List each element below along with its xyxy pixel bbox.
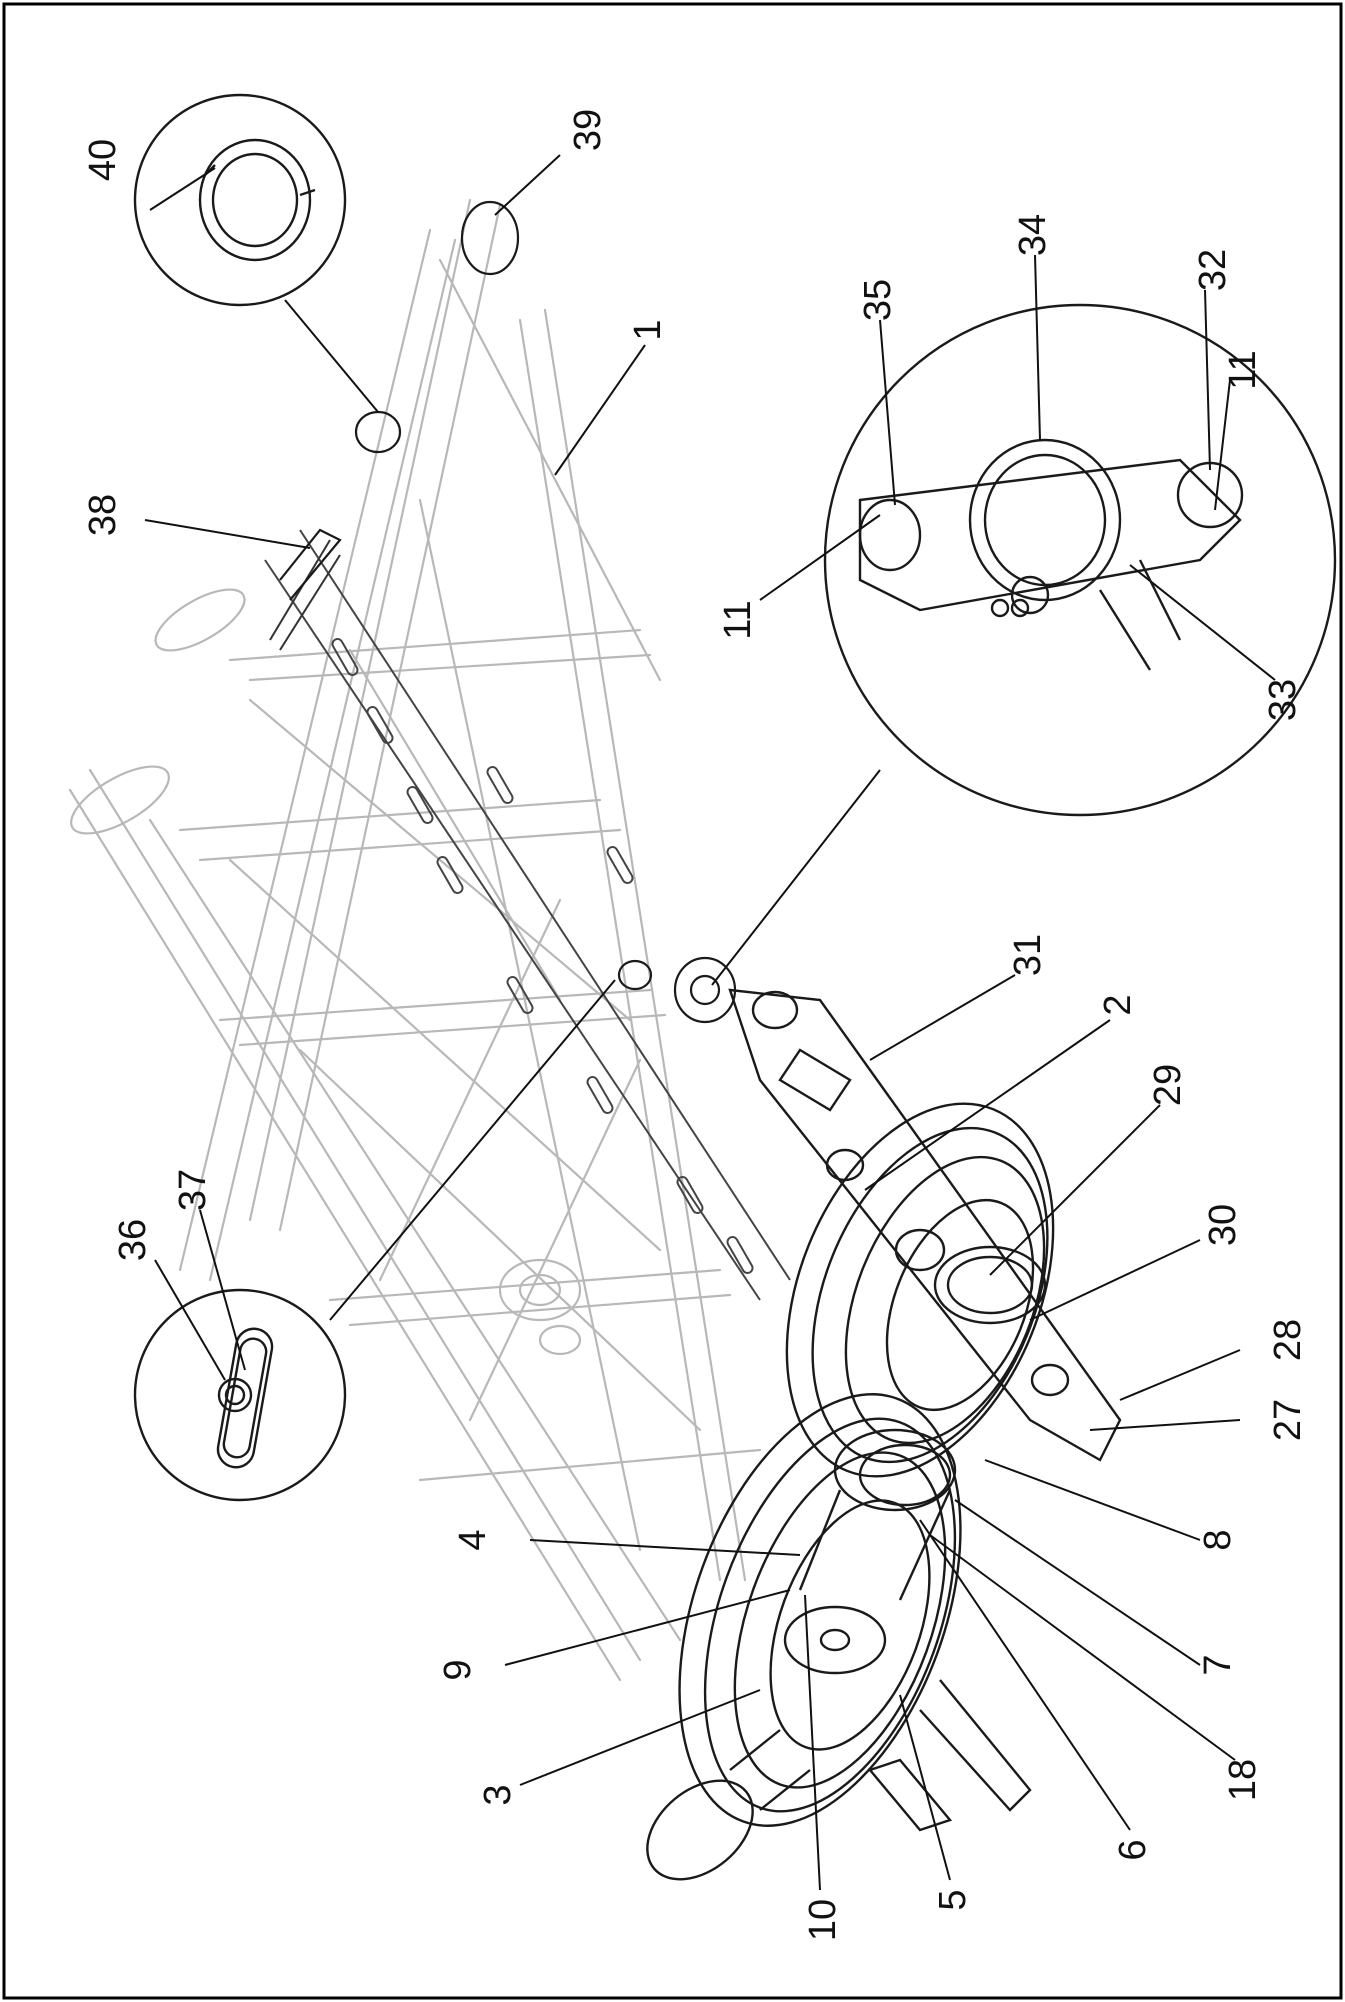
pulley-left	[646, 1393, 1032, 1881]
detail-circle-bottom-left	[133, 1288, 347, 1502]
connector-top-left	[284, 299, 379, 413]
callout-38: 38	[82, 494, 124, 536]
leader-11a	[759, 514, 881, 601]
callout-4: 4	[452, 1529, 494, 1550]
leader-37	[199, 1209, 246, 1371]
leader-29	[989, 1104, 1161, 1276]
leader-lines	[144, 154, 1276, 1891]
callout-37: 37	[172, 1169, 214, 1211]
leader-30	[1029, 1239, 1201, 1321]
callout-31: 31	[1007, 934, 1049, 976]
leader-36	[154, 1259, 226, 1381]
leader-39	[494, 154, 561, 216]
leader-9	[504, 1589, 791, 1666]
leader-2	[864, 1019, 1111, 1191]
callout-9: 9	[437, 1659, 479, 1680]
leader-11b	[1214, 379, 1231, 511]
leader-6	[919, 1519, 1131, 1831]
leader-18	[929, 1534, 1236, 1761]
callout-32: 32	[1192, 249, 1234, 291]
leader-35	[879, 319, 896, 506]
pulley-right	[785, 1102, 1055, 1478]
detail-circle-top-left	[133, 93, 347, 307]
truss-frame	[68, 198, 762, 1682]
spar-with-slots	[264, 529, 791, 1301]
arm-bracket	[728, 988, 1122, 1462]
callout-33: 33	[1262, 679, 1304, 721]
callout-36: 36	[112, 1219, 154, 1261]
slot-marks	[331, 638, 754, 1274]
leader-8	[984, 1459, 1201, 1541]
connector-top-right	[711, 769, 881, 986]
leader-31	[869, 974, 1016, 1061]
callout-29: 29	[1147, 1064, 1189, 1106]
callout-10: 10	[802, 1899, 844, 1941]
leader-34	[1034, 254, 1041, 441]
callout-labels: 1 2 3 4 5 6 7 8 9 10 11 11 18 27 28 29 3…	[82, 109, 1309, 1941]
leader-40	[149, 167, 216, 211]
callout-7: 7	[1197, 1654, 1239, 1675]
callout-39: 39	[567, 109, 609, 151]
leader-4	[529, 1539, 801, 1556]
connector-bottom-left	[329, 979, 616, 1321]
callout-28: 28	[1267, 1319, 1309, 1361]
callout-1: 1	[627, 319, 669, 340]
callout-6: 6	[1112, 1839, 1154, 1860]
callout-18: 18	[1222, 1759, 1264, 1801]
callout-2: 2	[1097, 994, 1139, 1015]
top-tube-clamp	[279, 200, 737, 1024]
leader-27	[1089, 1419, 1241, 1431]
callout-40: 40	[82, 139, 124, 181]
leader-38	[144, 519, 311, 549]
callout-11a: 11	[717, 600, 759, 639]
callout-3: 3	[477, 1784, 519, 1805]
callout-27: 27	[1267, 1399, 1309, 1441]
leader-32	[1204, 289, 1211, 471]
leader-10	[804, 1594, 821, 1891]
callout-30: 30	[1202, 1204, 1244, 1246]
leader-1	[554, 344, 646, 476]
leader-3	[519, 1689, 761, 1786]
callout-8: 8	[1197, 1529, 1239, 1550]
callout-5: 5	[932, 1889, 974, 1910]
leader-5	[899, 1694, 951, 1881]
leader-33	[1129, 564, 1276, 681]
callout-11b: 11	[1222, 350, 1264, 389]
leader-28	[1119, 1349, 1241, 1401]
callout-34: 34	[1012, 214, 1054, 256]
callout-35: 35	[857, 279, 899, 321]
leader-7	[954, 1499, 1201, 1666]
